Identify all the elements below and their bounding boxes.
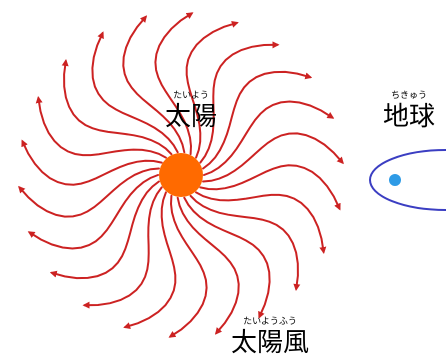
earth-label: ちきゅう 地球 [377,91,441,132]
solar-wind-arrow [49,180,160,280]
sun-label: たいよう 太陽 [158,91,224,132]
solar-wind-arrow [91,31,179,154]
solar-wind-arrow [18,167,160,218]
solar-wind-arrow [203,100,335,176]
solar-wind-arrow [35,96,167,159]
solar-wind-arrow [168,194,208,338]
earth-ruby: ちきゅう [390,91,427,101]
solar-wind-arrow [122,15,186,154]
earth-title: 地球 [382,102,435,132]
solar-wind-arrow [82,186,163,309]
solar-wind-arrow [183,196,271,319]
sun-ruby: たいよう [173,91,209,101]
solar-wind-label: たいようふう 太陽風 [226,317,314,358]
solar-wind-arrow [154,12,194,156]
earth-icon [389,174,401,186]
solar-wind-arrow [189,194,301,291]
solar-wind-ruby: たいようふう [243,317,297,327]
solar-wind-arrow [176,196,240,335]
solar-wind-arrow [195,191,327,254]
solar-wind-arrow [123,191,177,330]
solar-wind-arrow [199,41,280,164]
solar-wind-arrow [185,20,239,159]
solar-wind-arrow [21,139,163,186]
solar-wind-title: 太陽風 [230,328,309,358]
solar-wind-arrow [202,70,313,170]
sun-title: 太陽 [164,102,217,132]
sun-icon [159,153,203,197]
solar-wind-arrow [27,174,159,250]
solar-wind-arrow [199,164,341,211]
solar-wind-arrow [202,132,344,183]
magnetosphere-boundary [369,149,446,211]
solar-wind-lines [18,12,344,338]
solar-wind-arrow [61,59,173,156]
